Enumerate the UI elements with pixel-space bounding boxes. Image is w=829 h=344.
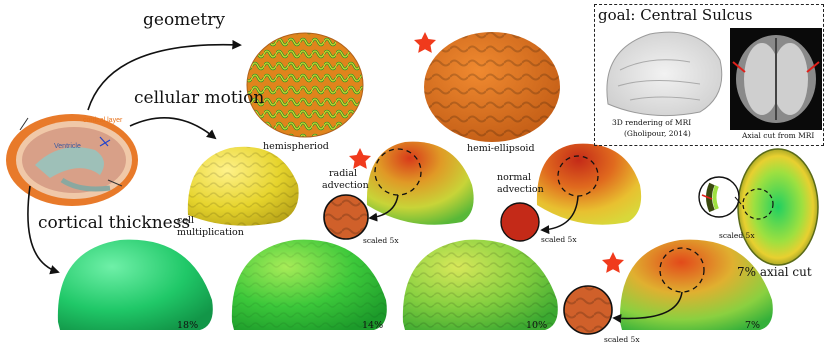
scaled-label-normal: scaled 5x (541, 235, 577, 244)
scaled-label-bottom: scaled 5x (604, 335, 640, 344)
cellular-motion-label: cellular motion (134, 88, 264, 108)
radial-advection-label-2: advection (322, 180, 369, 191)
scaled-label-axial: scaled 5x (719, 231, 755, 240)
mri-caption-line1: 3D rendering of MRI (612, 118, 691, 127)
cell-multiplication-label-1: cell (177, 215, 194, 226)
star-icon (602, 252, 624, 273)
axial-cut-label: 7% axial cut (737, 265, 812, 279)
ventricle-label: Ventricle (54, 143, 81, 150)
cortical-layer-label: cortical layer (83, 117, 123, 124)
hemispheriod-model (247, 33, 363, 137)
mri-caption-line2: (Gholipour, 2014) (624, 129, 691, 138)
cell-multiplication-label-2: multiplication (177, 227, 244, 238)
thickness-14-model (232, 240, 387, 330)
normal-advection-label-1: normal (497, 172, 531, 183)
hemi-ellipsoid-label: hemi-ellipsoid (467, 143, 535, 154)
radial-advection-label-1: radial (329, 168, 357, 179)
thickness-14-label: 14% (362, 320, 383, 331)
thickness-7-model (564, 240, 773, 334)
goal-title: goal: Central Sulcus (598, 6, 752, 24)
normal-advection-label-2: advection (497, 184, 544, 195)
thickness-10-model (403, 240, 558, 330)
thickness-18-label: 18% (177, 320, 198, 331)
scaled-label-radial: scaled 5x (363, 236, 399, 245)
thickness-10-label: 10% (526, 320, 547, 331)
cell-multiplication-model (188, 147, 299, 226)
star-icon (349, 148, 371, 169)
cortical-thickness-label: cortical thickness (38, 213, 190, 233)
hemi-ellipsoid-model (424, 32, 560, 142)
arrow-cellular-motion (130, 118, 215, 138)
hemispheriod-label: hemispheriod (263, 141, 329, 152)
axial-mri-caption: Axial cut from MRI (742, 131, 814, 140)
brain-sagittal-diagram (6, 114, 138, 206)
thickness-18-model (58, 240, 213, 330)
star-icon (414, 32, 436, 53)
thickness-7-label: 7% (745, 320, 760, 331)
geometry-label: geometry (143, 10, 225, 30)
